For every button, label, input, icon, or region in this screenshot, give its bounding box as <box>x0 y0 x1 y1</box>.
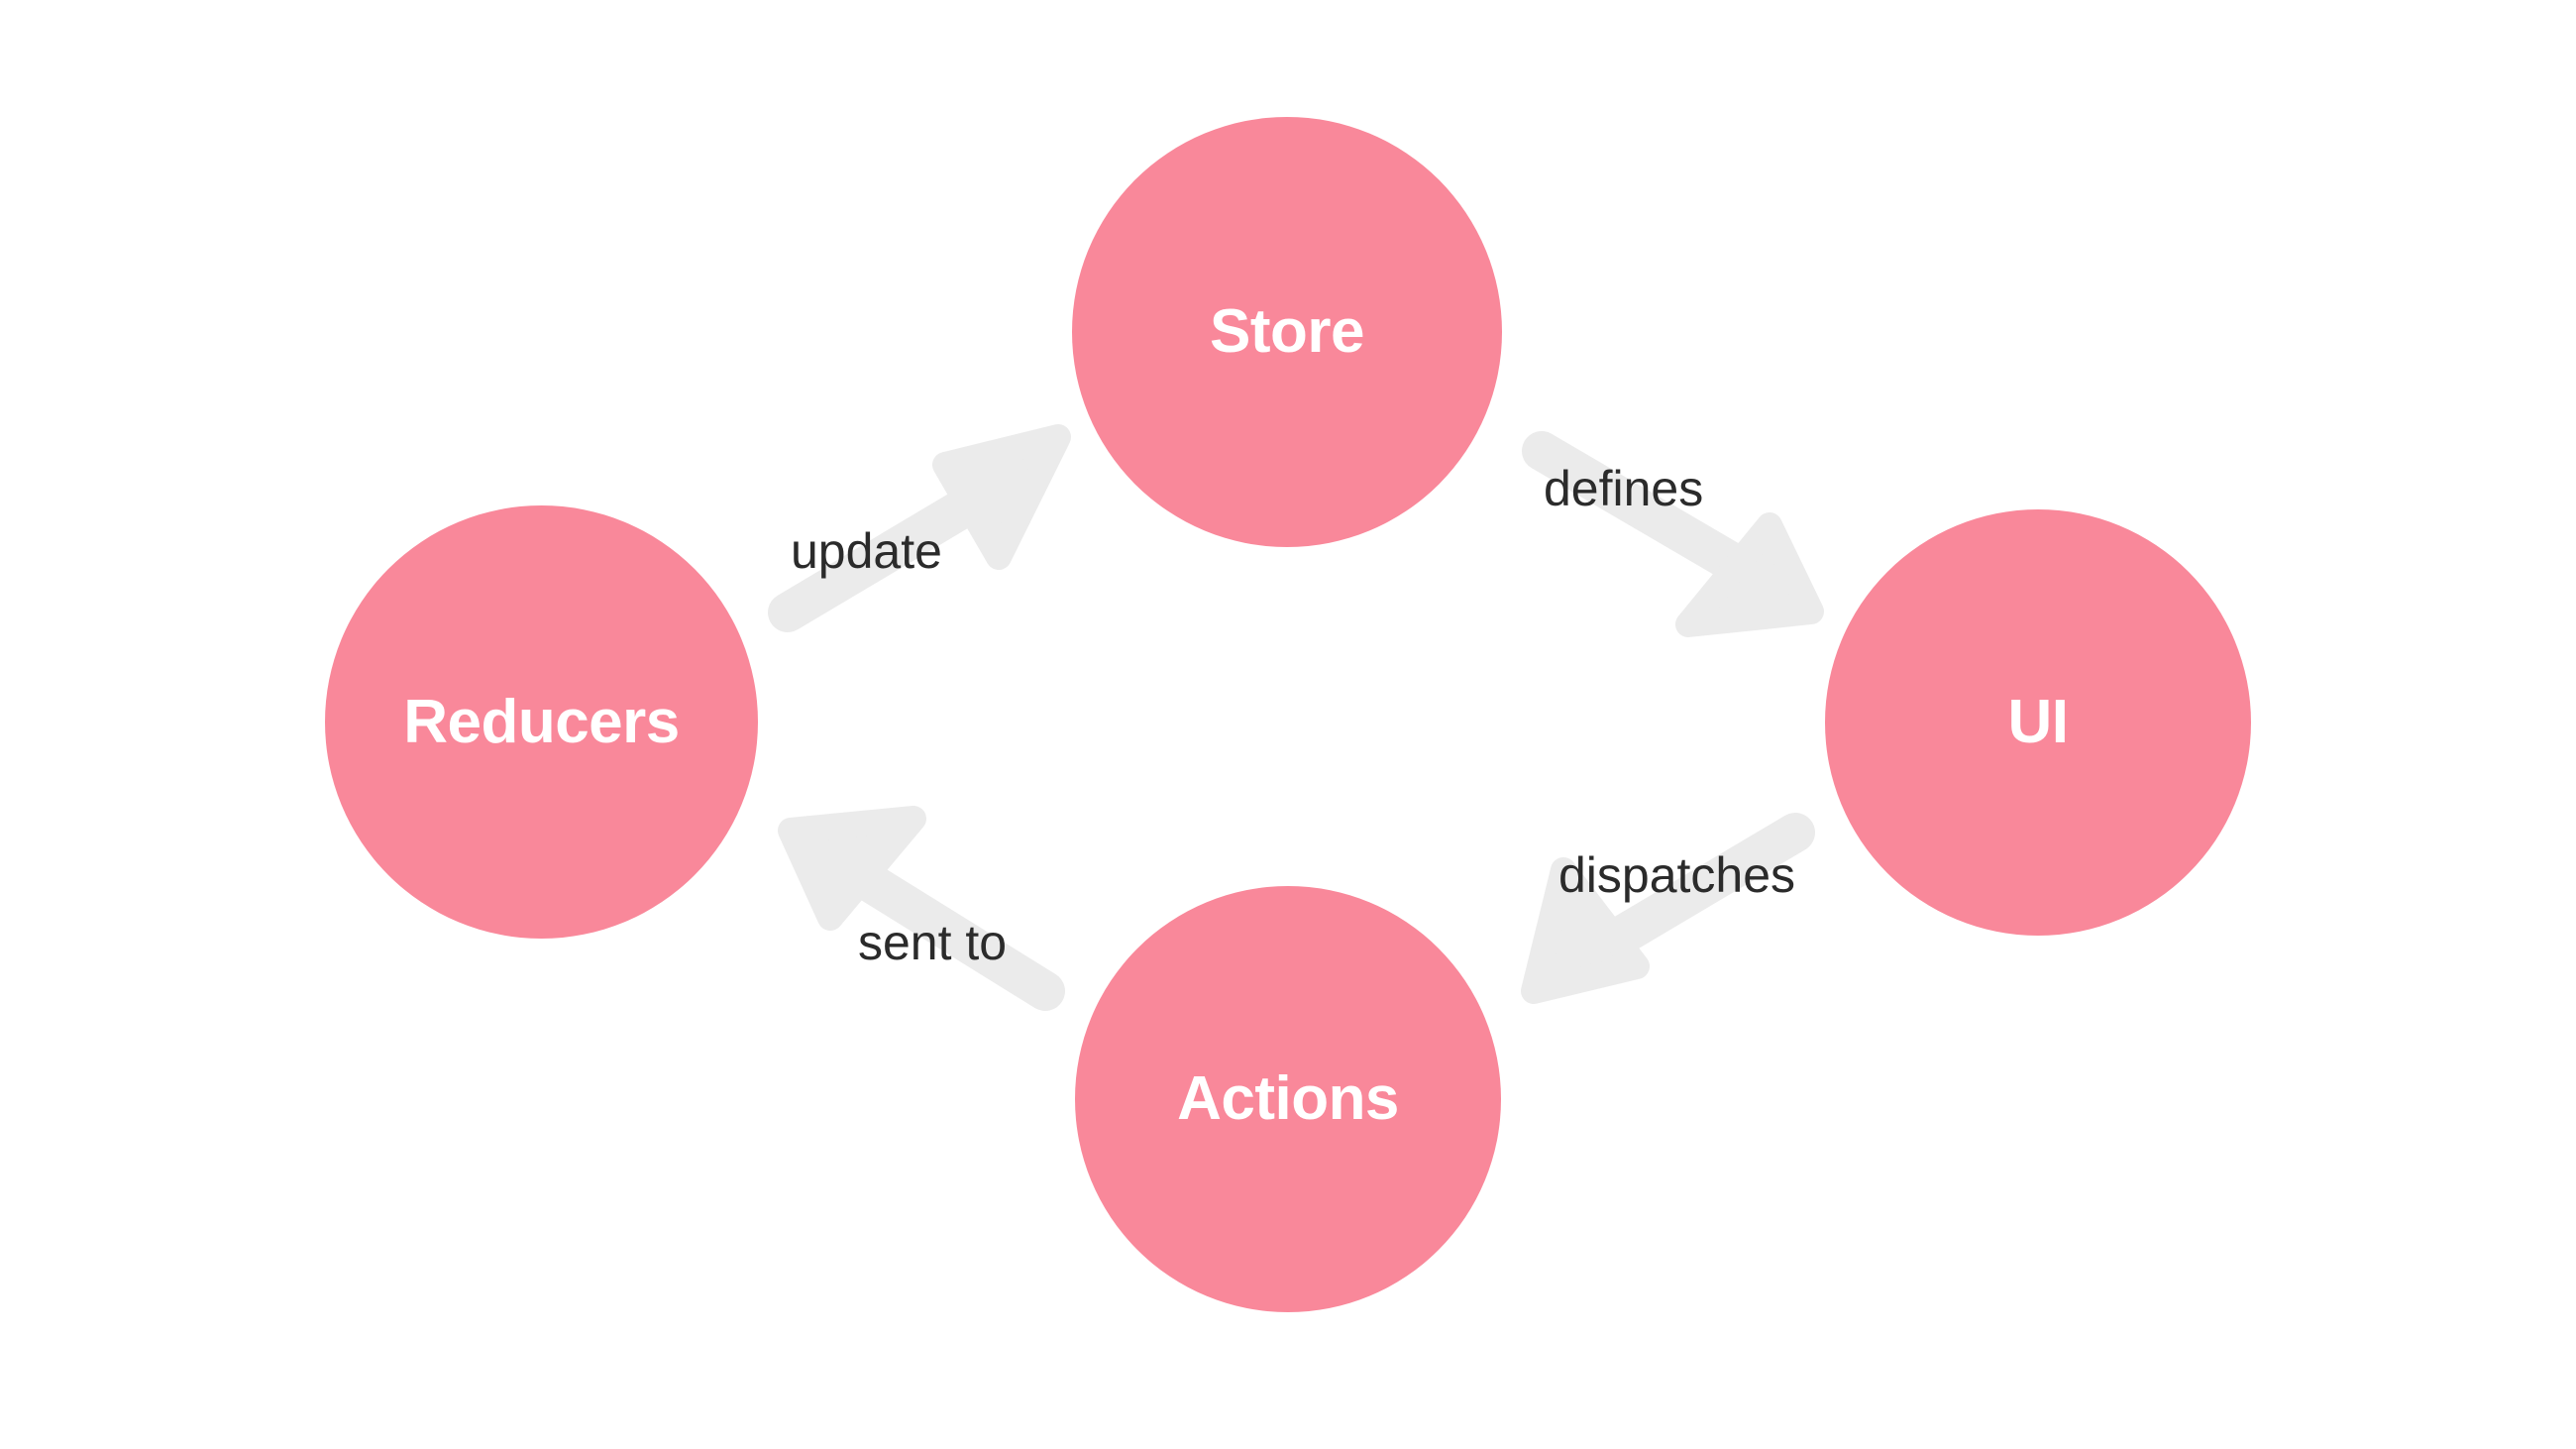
node-store-label: Store <box>1210 297 1364 366</box>
node-actions-label: Actions <box>1177 1064 1399 1133</box>
arrow-update-shaft <box>768 472 1011 632</box>
edge-label-update: update <box>791 523 942 579</box>
arrow-sent-to <box>778 806 1065 1011</box>
node-actions[interactable]: Actions <box>1075 886 1501 1312</box>
edge-label-sent-to: sent to <box>858 915 1008 970</box>
arrow-sent-to-shaft <box>840 856 1065 1011</box>
arrow-defines-head <box>1675 512 1824 637</box>
node-store[interactable]: Store <box>1072 117 1502 547</box>
arrow-dispatches <box>1521 813 1815 1004</box>
arrow-update-head <box>932 424 1071 570</box>
edge-label-dispatches: dispatches <box>1558 847 1796 903</box>
arrow-defines-shaft <box>1522 431 1760 587</box>
node-reducers-label: Reducers <box>403 687 680 756</box>
node-ui[interactable]: UI <box>1825 509 2251 936</box>
arrow-sent-to-head <box>778 806 926 931</box>
arrow-update <box>768 424 1071 632</box>
node-reducers[interactable]: Reducers <box>325 505 758 939</box>
arrow-dispatches-shaft <box>1583 813 1815 966</box>
arrow-defines <box>1522 431 1824 637</box>
edge-label-defines: defines <box>1544 461 1704 516</box>
node-ui-label: UI <box>2007 688 2070 756</box>
arrow-dispatches-head <box>1521 857 1650 1004</box>
